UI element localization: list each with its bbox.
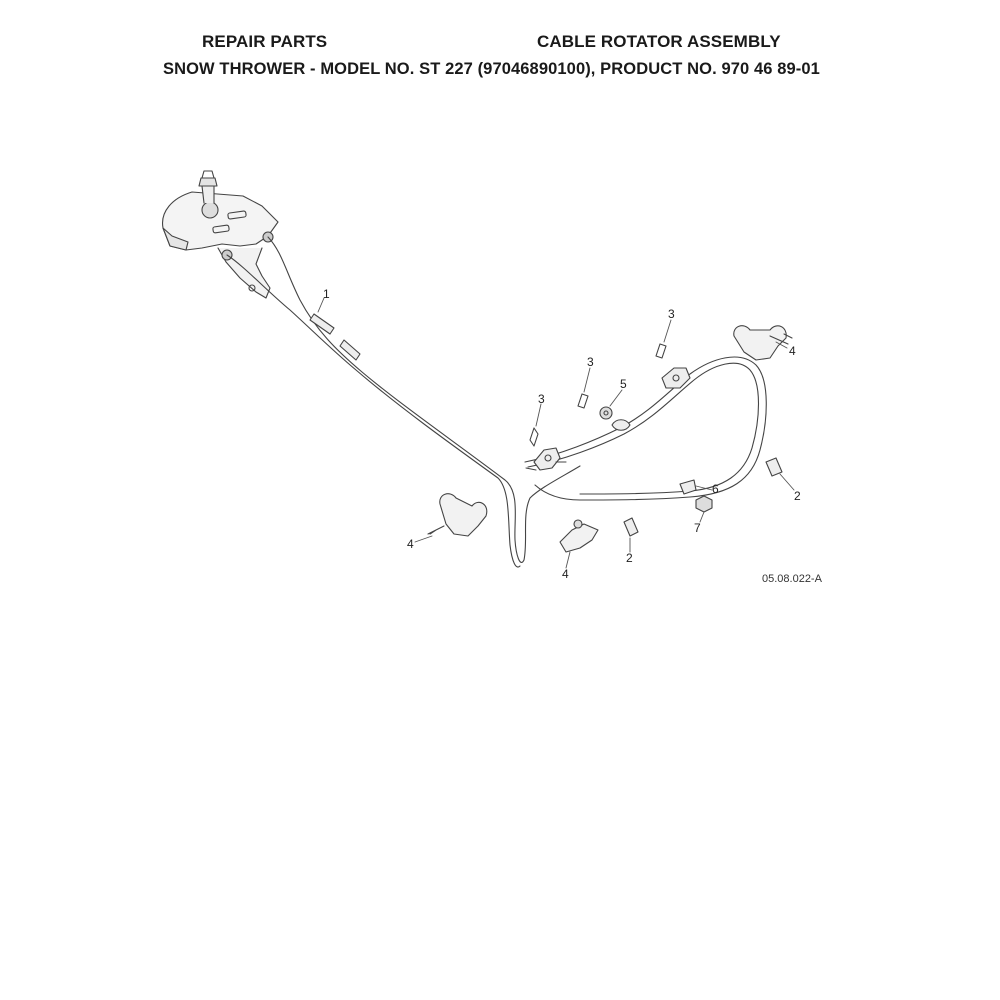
- cable-clamps: [427, 325, 793, 553]
- callout-labels: 1 2 2 2 3 3 3 4 4 4 4 5 6 7: [323, 287, 801, 581]
- callout-5: 5: [620, 377, 627, 391]
- washer: [599, 406, 613, 420]
- callout-4-top-right: 4: [789, 344, 796, 358]
- callout-4-left: 4: [407, 537, 414, 551]
- header-model-product: SNOW THROWER - MODEL NO. ST 227 (9704689…: [163, 60, 820, 78]
- screw: [679, 479, 697, 495]
- callout-7: 7: [694, 521, 701, 535]
- cable-rotator-brackets: [525, 367, 691, 471]
- cable-assembly: [226, 236, 767, 568]
- hairpin-clips: [529, 343, 667, 447]
- callout-3-left: 3: [538, 392, 545, 406]
- callout-3-right: 3: [668, 307, 675, 321]
- lock-nut: [695, 495, 713, 513]
- callout-2-right: 2: [794, 489, 801, 503]
- header-repair-parts: REPAIR PARTS: [202, 32, 328, 51]
- clevis-pins: [623, 457, 783, 537]
- callout-3-mid: 3: [587, 355, 594, 369]
- header-assembly-title: CABLE ROTATOR ASSEMBLY: [537, 32, 781, 51]
- leader-lines: [317, 297, 795, 569]
- callout-2-center: 2: [626, 551, 633, 565]
- callout-6: 6: [712, 482, 719, 496]
- control-panel-plate: [162, 170, 279, 299]
- callout-1: 1: [323, 287, 330, 301]
- callout-4-bottom: 4: [562, 567, 569, 581]
- drawing-reference-code: 05.08.022-A: [762, 573, 822, 585]
